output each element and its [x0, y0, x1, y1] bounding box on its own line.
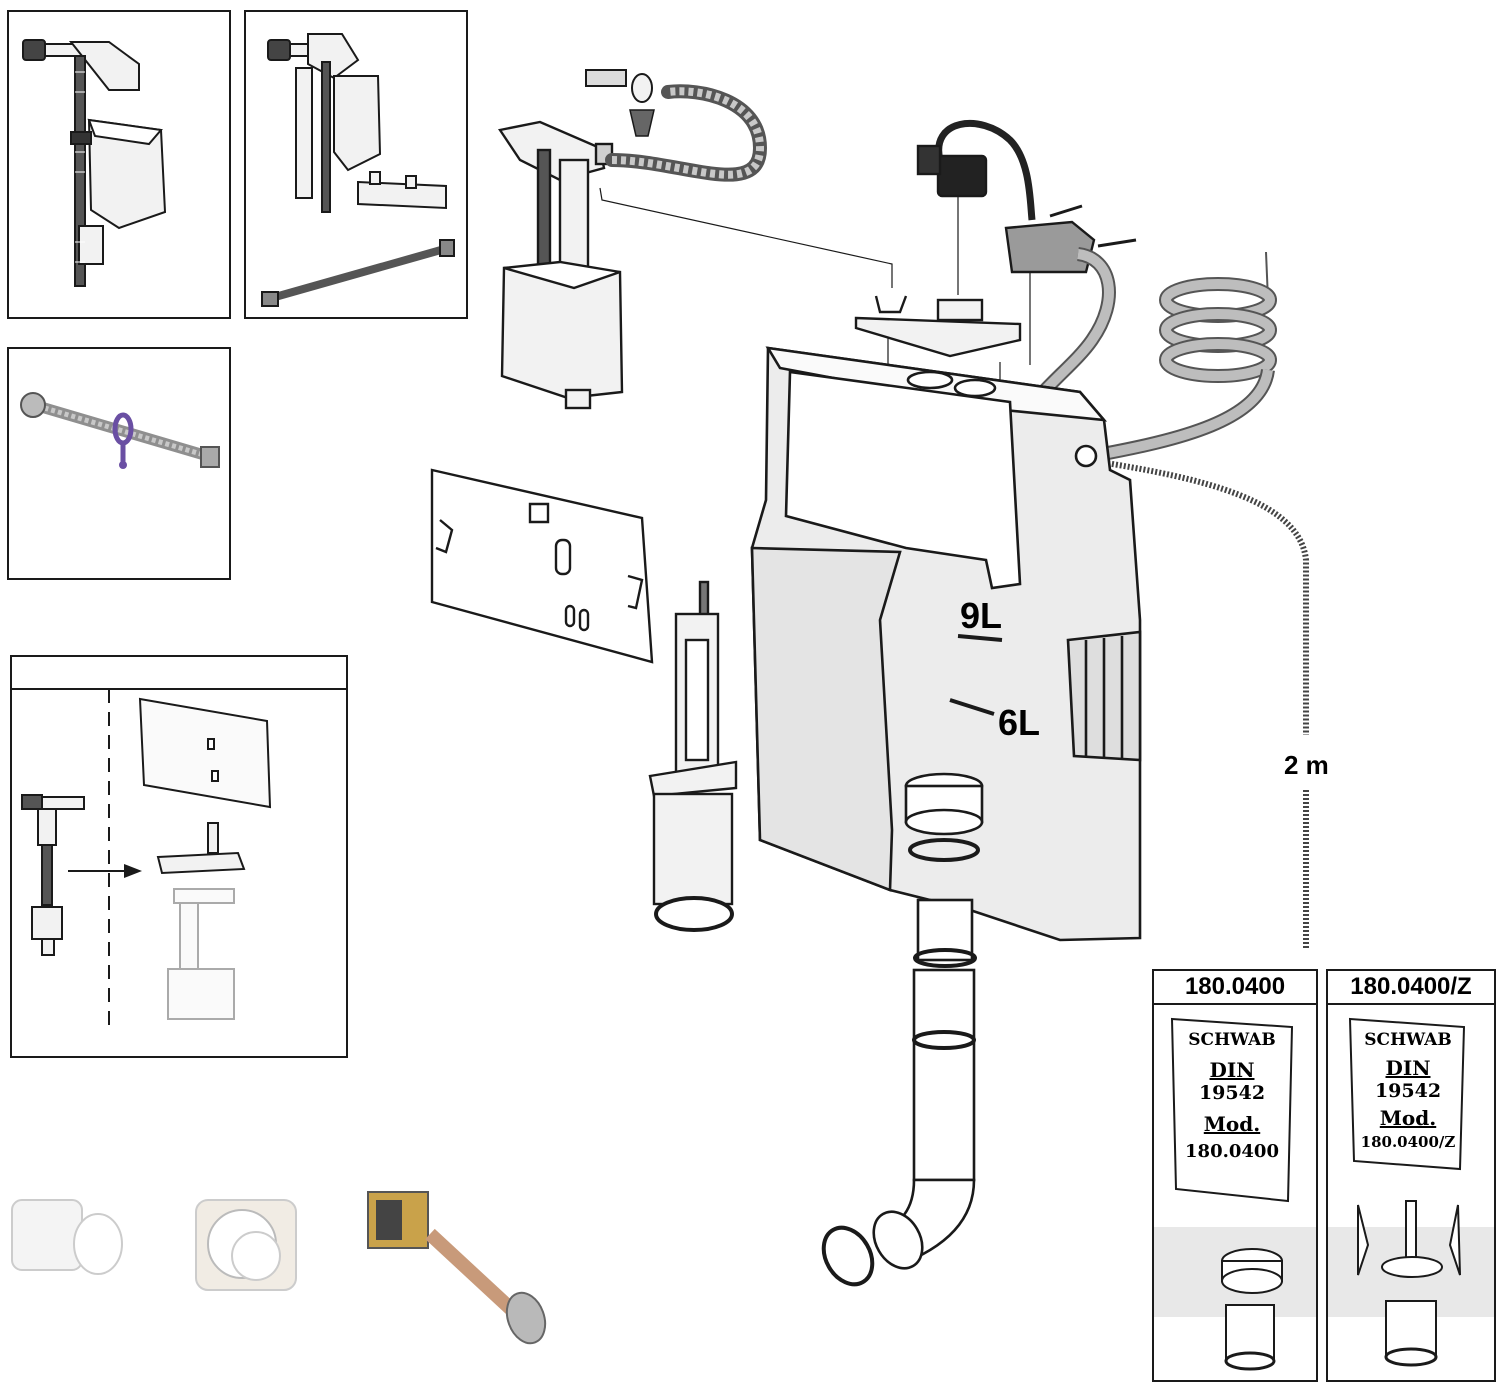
sensor-cable [1099, 459, 1309, 948]
round-button [195, 1199, 297, 1291]
mounting-plate [430, 468, 654, 664]
variant-2-model-label: Mod. [1380, 1106, 1436, 1130]
outlet-fitting [904, 772, 984, 862]
cable-clip-holder [854, 295, 1022, 358]
variant-1-standard: DIN [1210, 1058, 1255, 1082]
variant-panel-2: 180.0400/Z SCHWAB DIN 19542 Mod. 180.040… [1326, 969, 1496, 1382]
variant-2-brand: SCHWAB [1364, 1030, 1451, 1050]
variant-1-model: 180.0400 [1185, 1141, 1279, 1162]
pneumatic-button [11, 1199, 123, 1275]
inset-fill-valve-1 [7, 10, 231, 319]
volume-label-6l: 6L [998, 702, 1040, 743]
inset-fill-valve-2 [244, 10, 468, 319]
variant-1-brand: SCHWAB [1188, 1030, 1275, 1050]
inset-mounting-instruction [10, 655, 348, 1058]
chrome-actuator [367, 1191, 547, 1345]
flush-button-variants [11, 1191, 547, 1345]
volume-markers: 9L 6L [949, 595, 1040, 743]
cable-length-label: 2 m [1284, 750, 1329, 780]
variant-1-model-label: Mod. [1204, 1112, 1260, 1136]
fill-valve-2-illustration [261, 33, 455, 307]
cistern-tank [750, 346, 1142, 942]
volume-label-9l: 9L [960, 595, 1002, 636]
flush-pipe [821, 898, 977, 1287]
variant-2-illustration: SCHWAB DIN 19542 Mod. 180.0400/Z [1328, 1017, 1494, 1367]
braided-hose [585, 69, 768, 182]
inset-hose-bracket [7, 347, 231, 580]
variant-panel-1: 180.0400 SCHWAB DIN 19542 Mod. 180.0400 [1152, 969, 1318, 1382]
variant-2-number: 19542 [1375, 1080, 1441, 1102]
fill-valve [498, 120, 624, 410]
solenoid-valve [916, 119, 1036, 221]
variant-1-header: 180.0400 [1154, 971, 1316, 1005]
variant-2-standard: DIN [1386, 1056, 1431, 1080]
flush-valve [648, 580, 738, 932]
instruction-header-bar [12, 657, 346, 690]
variant-2-header: 180.0400/Z [1328, 971, 1494, 1005]
variant-1-number: 19542 [1199, 1082, 1265, 1104]
variant-2-model: 180.0400/Z [1361, 1133, 1456, 1151]
junction-box [1004, 204, 1137, 274]
hose-bracket-illustration [20, 392, 220, 469]
variant-1-illustration: SCHWAB DIN 19542 Mod. 180.0400 [1154, 1017, 1316, 1371]
mounting-instruction-illustration [21, 689, 272, 1027]
fill-valve-1-illustration [22, 39, 167, 287]
